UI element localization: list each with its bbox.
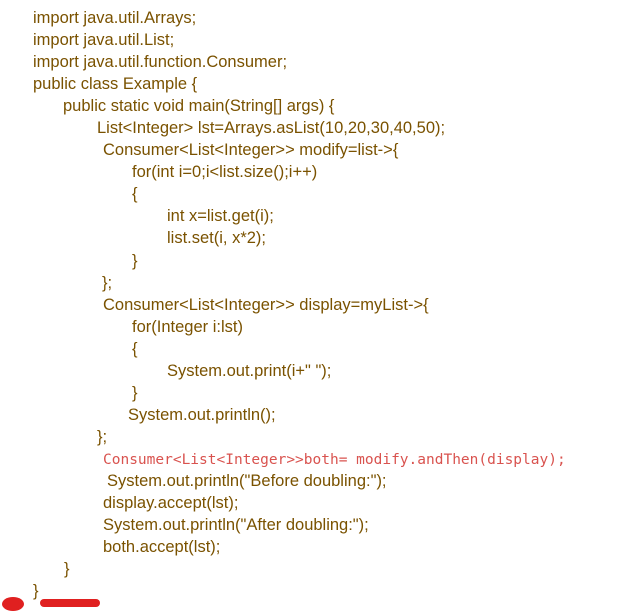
code-line: System.out.print(i+" "); <box>167 362 332 380</box>
code-line: display.accept(lst); <box>103 494 239 512</box>
code-line: } <box>33 582 39 600</box>
cut-off-heading-mark <box>2 597 24 611</box>
code-line: System.out.println("After doubling:"); <box>103 516 369 534</box>
code-line: } <box>132 252 138 270</box>
code-line: import java.util.List; <box>33 31 175 49</box>
code-line: } <box>132 384 138 402</box>
code-line: public static void main(String[] args) { <box>63 97 335 115</box>
code-line: } <box>64 560 70 578</box>
code-line: System.out.println("Before doubling:"); <box>107 472 387 490</box>
code-line: Consumer<List<Integer>> display=myList->… <box>103 296 429 314</box>
code-line: for(Integer i:lst) <box>132 318 243 336</box>
cut-off-heading-mark <box>40 599 100 607</box>
code-line: }; <box>97 428 108 446</box>
code-line-highlighted: Consumer<List<Integer>>both= modify.andT… <box>103 452 566 468</box>
code-line: both.accept(lst); <box>103 538 221 556</box>
code-line: public class Example { <box>33 75 198 93</box>
code-line: for(int i=0;i<list.size();i++) <box>132 163 318 181</box>
code-line: list.set(i, x*2); <box>167 229 267 247</box>
code-line: int x=list.get(i); <box>167 207 274 225</box>
code-line: }; <box>102 274 113 292</box>
code-line: System.out.println(); <box>128 406 276 424</box>
code-line: Consumer<List<Integer>> modify=list->{ <box>103 141 399 159</box>
code-line: { <box>132 185 138 203</box>
code-line: List<Integer> lst=Arrays.asList(10,20,30… <box>97 119 446 137</box>
code-line: import java.util.Arrays; <box>33 9 197 27</box>
code-line: { <box>132 340 138 358</box>
code-line: import java.util.function.Consumer; <box>33 53 288 71</box>
